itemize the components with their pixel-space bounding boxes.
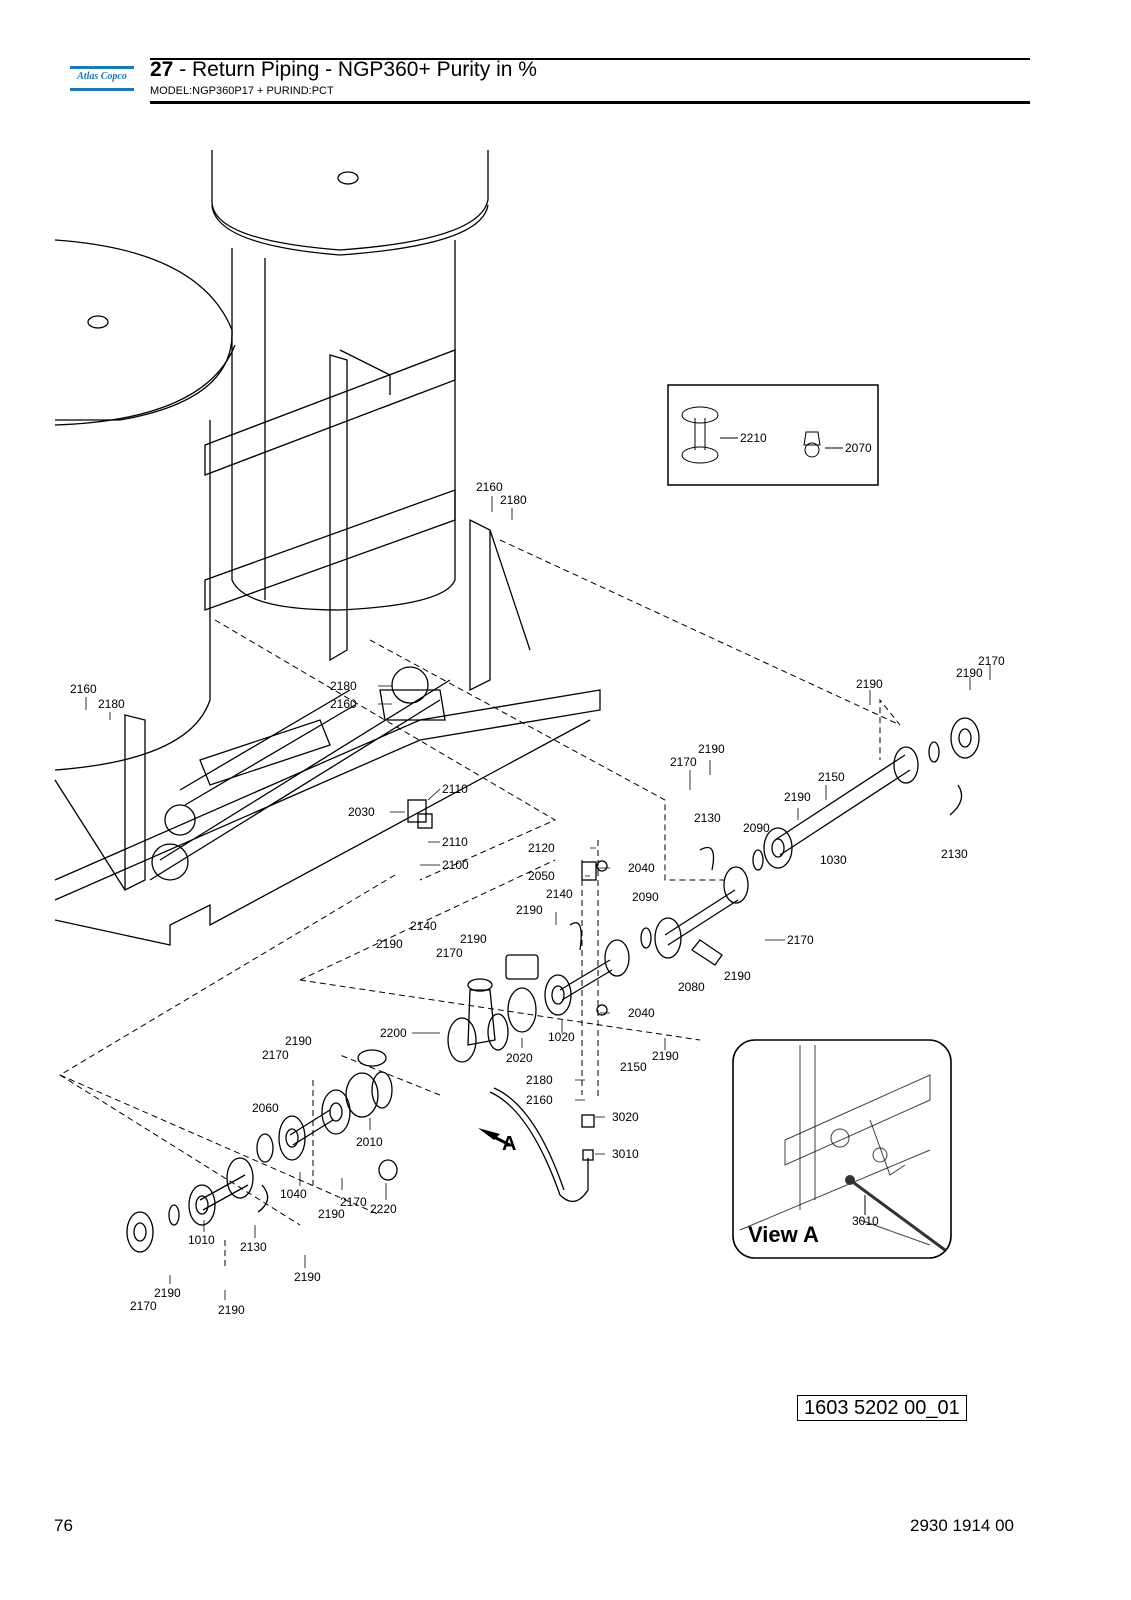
- view-a-inset: View A 3010: [732, 1039, 952, 1259]
- callout: 2020: [506, 1051, 533, 1065]
- callout: 2090: [743, 821, 770, 835]
- callout: 2180: [330, 679, 357, 693]
- callout: 2170: [787, 933, 814, 947]
- callout: 2190: [318, 1207, 345, 1221]
- callout: 2170: [436, 946, 463, 960]
- page-title: 27 - Return Piping - NGP360+ Purity in %: [150, 58, 537, 82]
- drawing-number: 1603 5202 00_01: [797, 1395, 967, 1421]
- callout: 2130: [941, 847, 968, 861]
- callout: 2010: [356, 1135, 383, 1149]
- detail-label-2210: 2210: [740, 431, 767, 445]
- callout: 1020: [548, 1030, 575, 1044]
- callout: 2160: [476, 480, 503, 494]
- section-title: - Return Piping - NGP360+ Purity in %: [173, 58, 537, 81]
- callout: 2170: [340, 1195, 367, 1209]
- callout: 2170: [978, 654, 1005, 668]
- callout: 2160: [330, 697, 357, 711]
- callout: 2190: [294, 1270, 321, 1284]
- pipe-1010: [126, 1157, 269, 1253]
- valve-2010: [321, 1049, 393, 1135]
- installed-piping: [149, 666, 451, 881]
- page-number: 76: [54, 1516, 73, 1535]
- callout: 2120: [528, 841, 555, 855]
- header-rule-top: [150, 58, 1030, 60]
- left-vessel: [54, 239, 236, 771]
- callout: 2150: [818, 770, 845, 784]
- callout: 2140: [410, 919, 437, 933]
- callout: 2130: [240, 1240, 267, 1254]
- callout-labels: 2160 2180 2160 2180 2180 2160 2170 2190 …: [70, 480, 1005, 1317]
- callout: 2190: [724, 969, 751, 983]
- pipe-1040: [256, 1109, 398, 1181]
- callout: 2080: [678, 980, 705, 994]
- view-arrow-label: A: [502, 1133, 516, 1155]
- callout: 1010: [188, 1233, 215, 1247]
- callout: 2150: [620, 1060, 647, 1074]
- callout: 2190: [784, 790, 811, 804]
- callout: 2180: [98, 697, 125, 711]
- view-arrow: A: [478, 1128, 516, 1155]
- callout: 2190: [652, 1049, 679, 1063]
- callout: 3020: [612, 1110, 639, 1124]
- callout: 2200: [380, 1026, 407, 1040]
- callout: 2140: [546, 887, 573, 901]
- callout: 2060: [252, 1101, 279, 1115]
- callout: 2180: [500, 493, 527, 507]
- callout: 2190: [956, 666, 983, 680]
- callout: 2220: [370, 1202, 397, 1216]
- callout: 2190: [285, 1034, 312, 1048]
- bracket-2050: [581, 860, 608, 1016]
- callout: 2050: [528, 869, 555, 883]
- callout: 2190: [218, 1303, 245, 1317]
- callout: 3010: [612, 1147, 639, 1161]
- detail-label-2070: 2070: [845, 441, 872, 455]
- view-a-label: View A: [748, 1222, 819, 1247]
- skid-frame: [54, 349, 601, 946]
- callout: 2190: [516, 903, 543, 917]
- callout: 2090: [632, 890, 659, 904]
- detail-box: 2210 2070: [667, 384, 879, 486]
- callout: 2170: [670, 755, 697, 769]
- pipe-1030: [752, 717, 980, 871]
- callout: 1030: [820, 853, 847, 867]
- bracket-2030: [407, 799, 433, 829]
- callout: 2190: [460, 932, 487, 946]
- callout: 2100: [442, 858, 469, 872]
- callout: 2170: [130, 1299, 157, 1313]
- callout: 2110: [442, 835, 468, 849]
- callout: 2190: [856, 677, 883, 691]
- callout: 2160: [70, 682, 97, 696]
- callout: 2180: [526, 1073, 553, 1087]
- atlas-copco-logo: Atlas Copco: [70, 66, 134, 94]
- callout: 2160: [526, 1093, 553, 1107]
- callout: 2040: [628, 861, 655, 875]
- logo-text: Atlas Copco: [77, 71, 127, 82]
- callout-leaders: [85, 496, 991, 1300]
- pipe-1020-assembly: [544, 846, 749, 1016]
- callout: 1040: [280, 1187, 307, 1201]
- model-subtitle: MODEL:NGP360P17 + PURIND:PCT: [150, 85, 334, 97]
- right-vessel: [211, 150, 489, 611]
- document-number: 2930 1914 00: [910, 1516, 1014, 1535]
- inset-label-3010: 3010: [852, 1214, 879, 1228]
- section-number: 27: [150, 58, 174, 81]
- callout: 2040: [628, 1006, 655, 1020]
- assembly-lines: [59, 539, 901, 1270]
- callout: 2190: [154, 1286, 181, 1300]
- callout: 2190: [698, 742, 725, 756]
- valve-2200-2020: [447, 954, 539, 1063]
- hose-3010: [489, 1087, 595, 1202]
- callout: 2030: [348, 805, 375, 819]
- callout: 2130: [694, 811, 721, 825]
- header-rule-bottom: [150, 101, 1030, 104]
- callout: 2170: [262, 1048, 289, 1062]
- callout: 2190: [376, 937, 403, 951]
- callout: 2110: [442, 782, 468, 796]
